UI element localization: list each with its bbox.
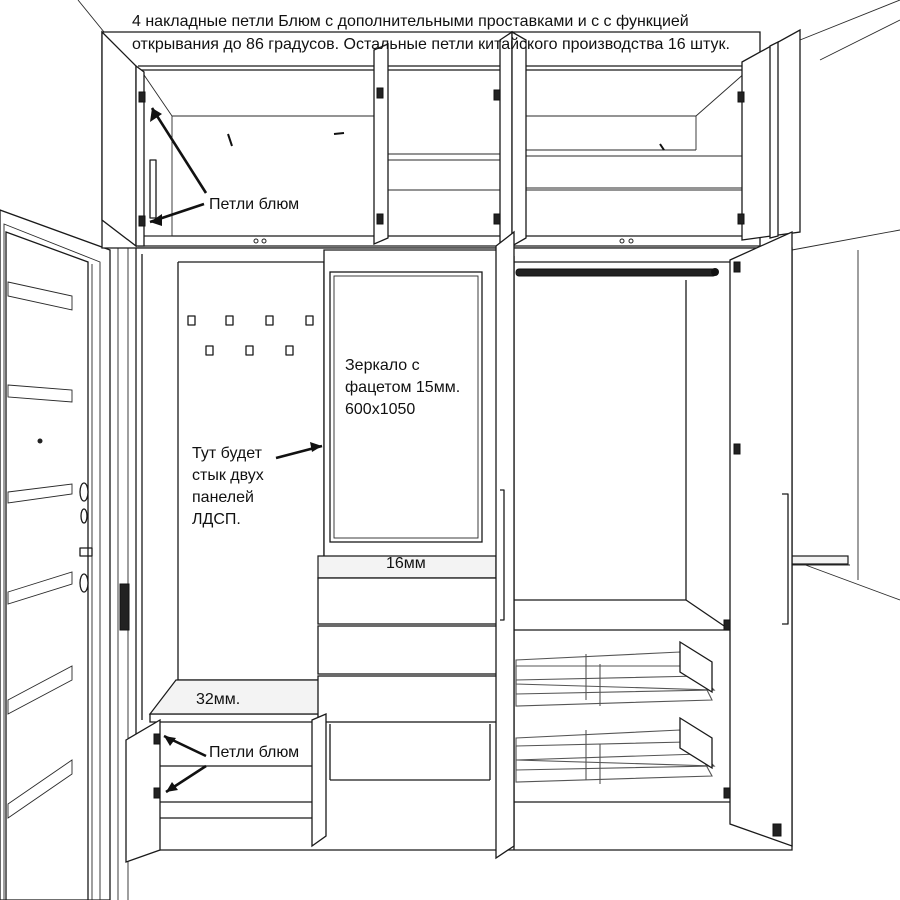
mirror-unit xyxy=(317,249,501,723)
entrance-door xyxy=(0,209,130,900)
lower-hinges xyxy=(153,261,741,799)
upper-cabinet xyxy=(101,31,761,249)
label-joint-line-2: стык двух xyxy=(192,467,264,484)
label-joint-line-1: Тут будет xyxy=(192,445,262,462)
label-mirror-line-3: 600х1050 xyxy=(345,401,416,418)
coat-hooks xyxy=(187,315,314,356)
room-lines xyxy=(77,0,900,601)
label-hinges-bottom: Петли блюм xyxy=(209,744,300,761)
header-line-2: открывания до 86 градусов. Остальные пет… xyxy=(132,36,730,53)
label-joint-line-3: панелей xyxy=(192,489,254,506)
label-thickness-32: 32мм. xyxy=(196,691,241,708)
label-mirror-line-2: фацетом 15мм. xyxy=(345,379,461,396)
header-note: 4 накладные петли Блюм с дополнительными… xyxy=(132,10,812,56)
lower-doors xyxy=(125,230,793,863)
upper-hinges xyxy=(138,87,745,227)
shoe-racks xyxy=(515,640,716,784)
header-line-1: 4 накладные петли Блюм с дополнительными… xyxy=(132,13,689,30)
label-joint-line-4: ЛДСП. xyxy=(192,511,241,528)
label-mirror-line-1: Зеркало с xyxy=(345,357,420,374)
label-hinges-top: Петли блюм xyxy=(209,196,300,213)
arrow-hinge-upper-1 xyxy=(150,107,208,194)
upper-doors xyxy=(101,28,801,248)
hanging-rail xyxy=(515,268,719,277)
annotation-arrows xyxy=(149,107,323,794)
label-thickness-16: 16мм xyxy=(386,555,426,572)
